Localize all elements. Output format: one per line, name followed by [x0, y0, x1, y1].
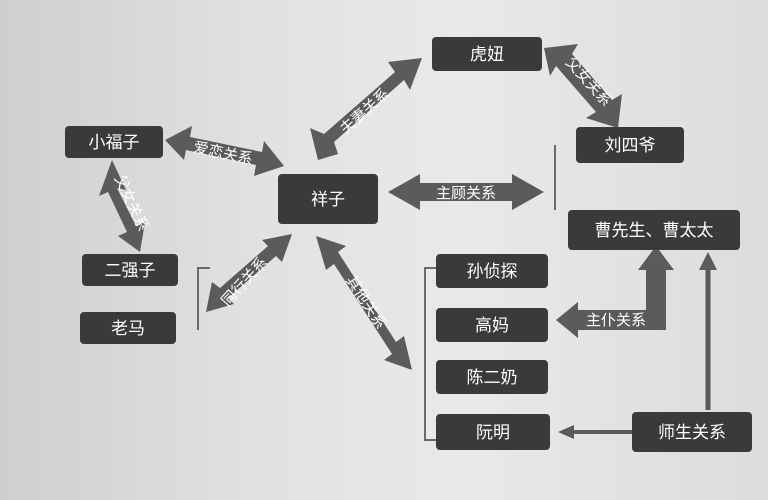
node-ruanming: 阮明	[436, 414, 550, 450]
svg-text:师生关系: 师生关系	[658, 423, 726, 443]
node-cao: 曹先生、曹太太	[568, 210, 740, 250]
svg-text:虎妞: 虎妞	[470, 45, 504, 65]
thin-arrow-to-cao	[699, 252, 717, 410]
label-master-servant: 主仆关系	[586, 311, 646, 329]
connector-lines	[197, 145, 556, 441]
thin-arrow-to-ruanming	[558, 425, 632, 439]
svg-text:陈二奶: 陈二奶	[467, 368, 518, 388]
label-other: 其他关系	[342, 272, 390, 332]
node-gaoma: 高妈	[436, 308, 548, 342]
arrow-coworker: 同行关系	[206, 234, 292, 312]
node-xiangzi: 祥子	[278, 174, 378, 224]
arrow-husband-wife: 夫妻关系	[310, 58, 422, 160]
node-shisheng: 师生关系	[632, 412, 752, 452]
node-erqiangzi: 二强子	[82, 254, 178, 286]
node-liusiye: 刘四爷	[576, 127, 684, 163]
arrow-other: 其他关系	[316, 236, 412, 370]
other-bracket-line	[424, 267, 436, 441]
arrow-father-daughter-top: 父女关系	[544, 44, 622, 128]
node-huniu: 虎妞	[432, 37, 542, 71]
svg-text:曹先生、曹太太: 曹先生、曹太太	[595, 221, 714, 241]
arrow-lovers: 爱恋关系	[165, 126, 284, 176]
coworker-bracket-line	[197, 267, 210, 330]
arrow-master-servant: 主仆关系	[556, 246, 674, 338]
node-chenernai: 陈二奶	[436, 360, 548, 394]
node-laoma: 老马	[80, 312, 176, 344]
label-employer: 主顾关系	[436, 184, 496, 202]
arrow-father-daughter-left: 父女关系	[99, 160, 152, 252]
svg-text:二强子: 二强子	[105, 261, 156, 281]
svg-text:老马: 老马	[111, 319, 145, 339]
svg-text:高妈: 高妈	[475, 316, 509, 336]
label-husband-wife: 夫妻关系	[336, 85, 393, 139]
node-sunzhentan: 孙侦探	[436, 254, 548, 288]
svg-text:刘四爷: 刘四爷	[605, 136, 656, 156]
svg-text:祥子: 祥子	[311, 190, 345, 210]
svg-text:孙侦探: 孙侦探	[467, 262, 518, 282]
node-xiaofuzi: 小福子	[65, 126, 163, 158]
label-lovers: 爱恋关系	[192, 138, 254, 168]
svg-text:阮明: 阮明	[476, 423, 510, 443]
arrow-employer: 主顾关系	[388, 174, 544, 210]
label-coworker: 同行关系	[218, 253, 272, 310]
svg-text:小福子: 小福子	[89, 133, 140, 153]
